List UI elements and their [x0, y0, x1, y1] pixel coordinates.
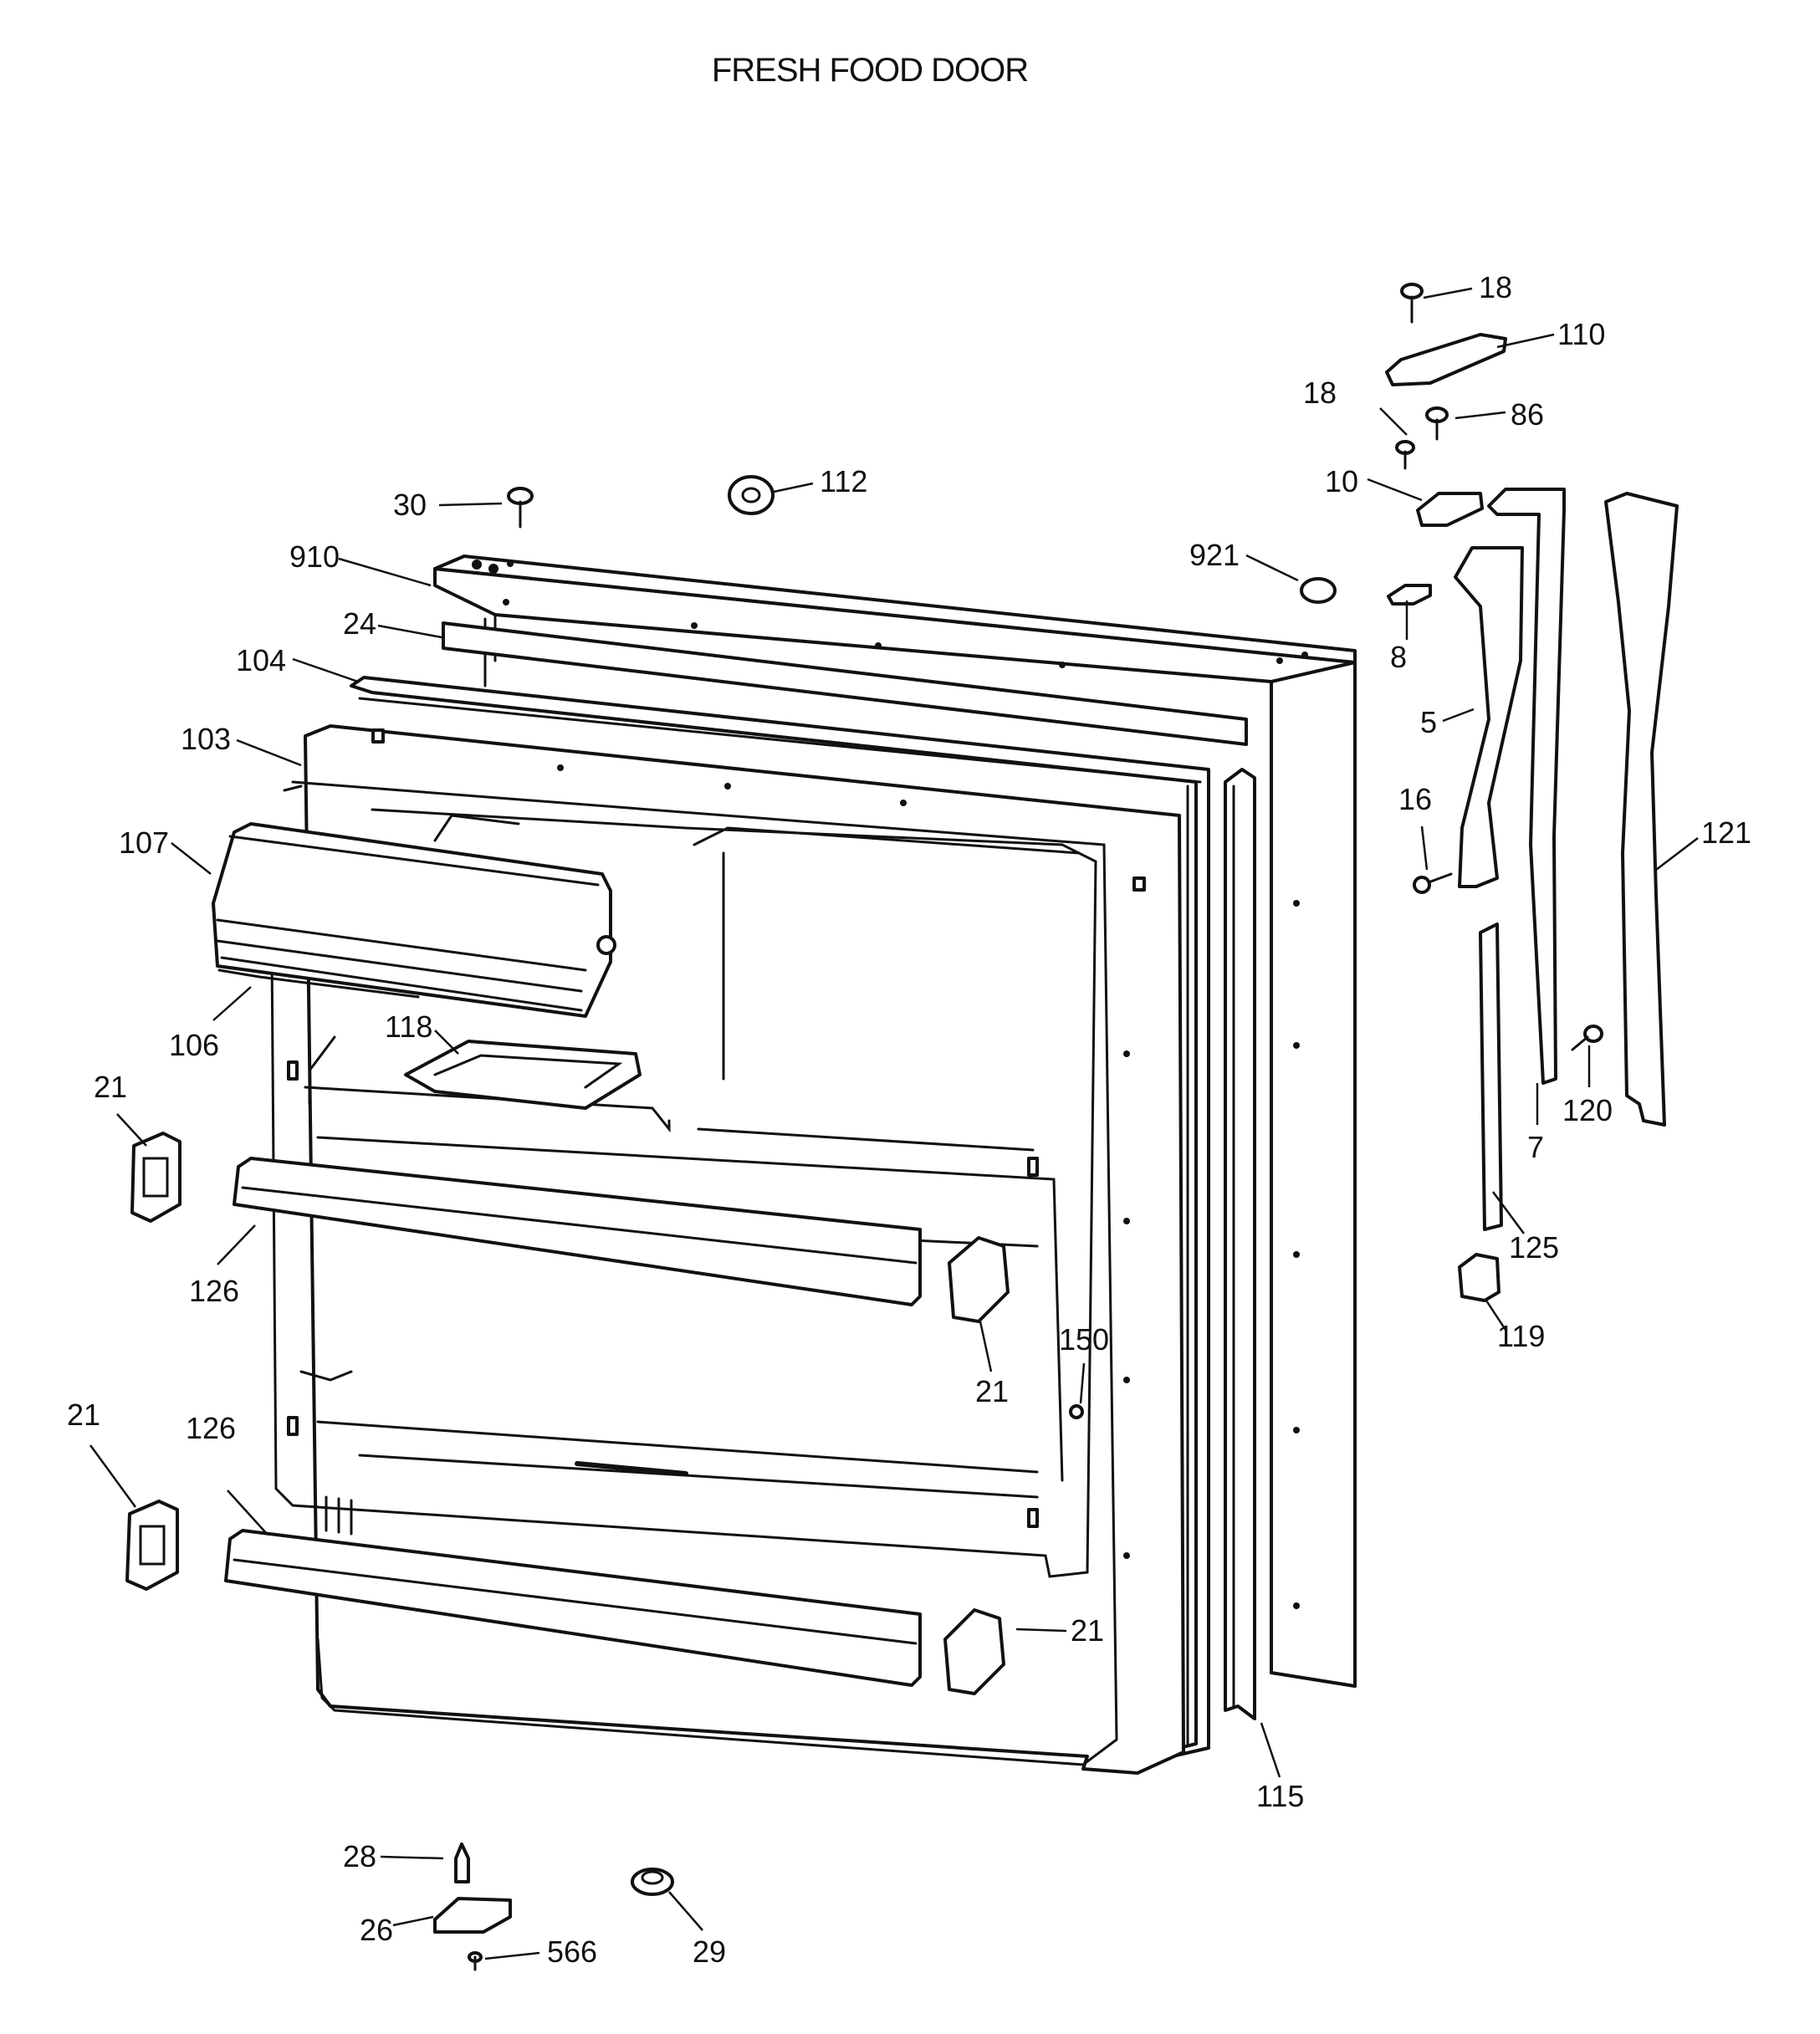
handle-trim-7	[1487, 488, 1566, 1085]
callout-29: 29	[693, 1934, 727, 1969]
dairy-compartment-door	[212, 822, 616, 1018]
leader-lines	[89, 287, 1699, 1960]
callout-8: 8	[1390, 640, 1408, 674]
callout-110: 110	[1557, 317, 1606, 351]
callout-28: 28	[343, 1839, 377, 1873]
plate-26	[433, 1897, 512, 1934]
shelf-bracket-right-upper	[948, 1236, 1010, 1323]
screw-120	[1571, 1025, 1603, 1051]
callout-18: 18	[1479, 270, 1513, 304]
door-top-rail	[442, 621, 1248, 746]
callout-126: 126	[189, 1274, 240, 1308]
callout-10: 10	[1325, 464, 1359, 498]
callout-21: 21	[94, 1070, 128, 1104]
callout-86: 86	[1511, 397, 1545, 432]
callout-106: 106	[169, 1028, 220, 1062]
callout-21: 21	[67, 1398, 101, 1432]
grommet-29	[631, 1868, 674, 1896]
outer-door-panel	[433, 554, 1357, 1688]
callout-5: 5	[1420, 705, 1438, 739]
door-shelf-upper	[233, 1157, 922, 1306]
butter-tray	[404, 1040, 642, 1110]
diagram-title: FRESH FOOD DOOR	[711, 52, 1029, 89]
callout-112: 112	[820, 464, 868, 498]
hinge-10	[1416, 492, 1484, 527]
callout-16: 16	[1398, 782, 1433, 816]
handle-5	[1454, 546, 1524, 888]
callout-150: 150	[1059, 1322, 1110, 1357]
callout-566: 566	[547, 1934, 598, 1969]
handle-cap-110	[1385, 333, 1507, 386]
callout-24: 24	[343, 606, 377, 641]
callout-107: 107	[119, 825, 170, 860]
callout-126: 126	[186, 1411, 237, 1445]
plug-112	[728, 475, 775, 515]
dairy-opening	[217, 968, 420, 999]
screw-18-mid	[1395, 440, 1415, 470]
handle-bar-125	[1479, 922, 1503, 1231]
shelf-bracket-left-upper	[130, 1132, 181, 1223]
door-shelf-lower	[224, 1529, 922, 1687]
callout-910: 910	[289, 539, 340, 574]
callout-121: 121	[1701, 815, 1752, 850]
screw-150	[1069, 1404, 1084, 1419]
shelf-bracket-left-lower	[125, 1500, 179, 1591]
door-strip	[1224, 768, 1256, 1720]
screw-566	[468, 1951, 483, 1971]
callout-26: 26	[360, 1913, 394, 1947]
callout-115: 115	[1256, 1779, 1305, 1813]
callout-18: 18	[1303, 376, 1337, 410]
callout-21: 21	[1071, 1613, 1105, 1648]
callout-104: 104	[236, 643, 287, 677]
plug-921	[1300, 577, 1337, 604]
callout-30: 30	[393, 488, 427, 522]
screw-16	[1413, 872, 1453, 894]
callout-7: 7	[1527, 1130, 1545, 1164]
bracket-8	[1387, 584, 1432, 606]
screw-86	[1425, 406, 1449, 441]
callout-125: 125	[1509, 1230, 1560, 1265]
callout-119: 119	[1497, 1319, 1546, 1353]
callout-120: 120	[1562, 1093, 1613, 1127]
pin-28	[454, 1842, 470, 1883]
callout-103: 103	[181, 722, 232, 756]
callout-118: 118	[385, 1009, 433, 1044]
callout-921: 921	[1189, 538, 1240, 572]
callout-21: 21	[975, 1374, 1010, 1408]
handle-end-119	[1458, 1253, 1500, 1302]
handle-cover-121	[1604, 492, 1679, 1127]
screw-30	[507, 487, 534, 529]
screw-18-top	[1400, 283, 1424, 324]
shelf-bracket-right-lower	[943, 1608, 1005, 1695]
